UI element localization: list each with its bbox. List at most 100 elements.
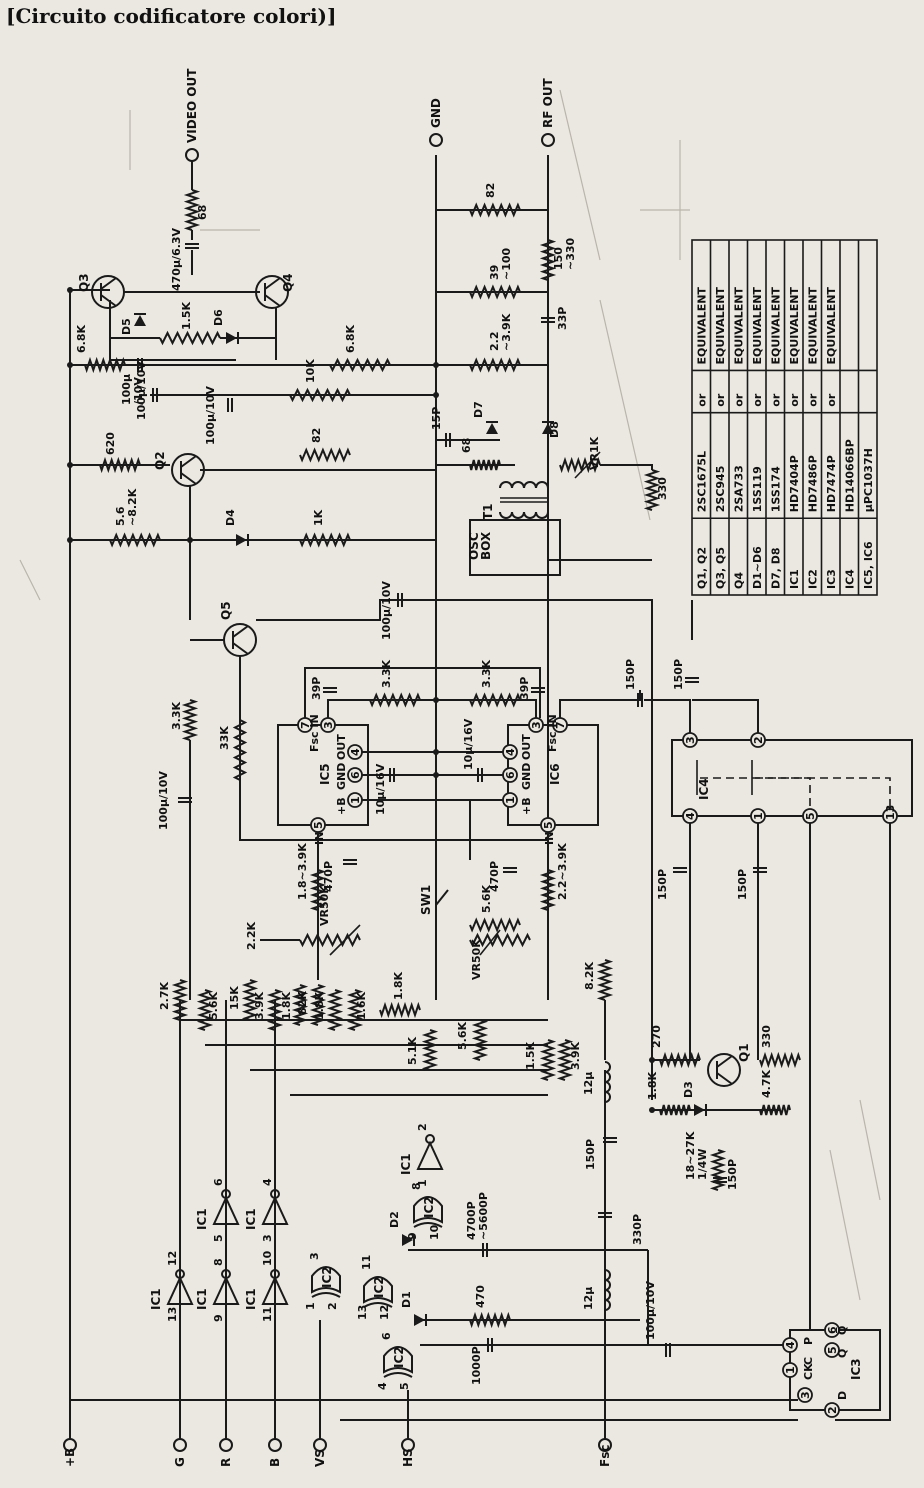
resistor	[291, 984, 309, 1026]
svg-text:15K: 15K	[228, 986, 241, 1010]
xor-gate-curve	[363, 1302, 393, 1308]
ic5-out: OUT	[335, 734, 348, 760]
svg-text:3.3K: 3.3K	[480, 660, 493, 688]
pin-number: 3	[799, 1391, 812, 1399]
ic6-gnd: GND	[520, 763, 533, 790]
pin-number: 6	[380, 1332, 393, 1340]
table-cell: Q4	[732, 572, 745, 589]
pin-number: 5	[826, 1346, 839, 1354]
r22k-label: 2.2K	[245, 922, 258, 950]
hs-input-terminal	[401, 1438, 415, 1452]
table-cell: or	[695, 393, 708, 407]
r82k-b: 8.2K	[583, 962, 596, 990]
inverter-gate	[166, 1275, 194, 1305]
svg-text:D4: D4	[224, 509, 237, 526]
transistor-lead	[264, 294, 281, 307]
diode-label: D4	[224, 509, 237, 526]
svg-text:5.1K: 5.1K	[406, 1037, 419, 1065]
r18-39: 1.8~3.9K	[296, 843, 309, 900]
svg-text:1: 1	[416, 1179, 429, 1187]
r330a: 330	[656, 477, 669, 500]
ic3-d: D	[836, 1391, 849, 1400]
svg-text:VS: VS	[313, 1449, 327, 1467]
svg-text:IC1: IC1	[399, 1153, 413, 1175]
resistor	[469, 917, 521, 933]
table-cell: 1SS119	[751, 466, 764, 512]
svg-text:12: 12	[166, 1251, 179, 1266]
table-cell: HD7404P	[788, 455, 801, 512]
table-cell: IC3	[825, 569, 838, 589]
resistor	[329, 357, 391, 373]
ic3-q: Q	[836, 1349, 849, 1358]
gnd-label: GND	[429, 98, 443, 128]
gate-label: IC1	[244, 1208, 258, 1230]
svg-text:12μ: 12μ	[582, 1072, 595, 1095]
svg-text:IN: IN	[543, 832, 556, 845]
b-input-label: B	[268, 1458, 282, 1467]
svg-text:1: 1	[752, 812, 765, 820]
inverter-gate	[212, 1195, 240, 1225]
svg-text:IC2: IC2	[392, 1346, 406, 1368]
xor-gate-curve	[413, 1222, 443, 1228]
svg-text:6.8K: 6.8K	[344, 325, 357, 353]
wire	[436, 699, 537, 718]
wire	[304, 667, 541, 718]
table-cell: 1SS174	[769, 466, 782, 512]
svg-text:OUT: OUT	[335, 734, 348, 760]
resistor	[171, 979, 189, 1021]
r33k-b: 3.3K	[480, 660, 493, 688]
svg-text:10K: 10K	[304, 359, 317, 383]
c15p: 15P	[430, 407, 443, 430]
svg-text:4: 4	[261, 1178, 274, 1186]
r68k-b: 6.8K	[344, 325, 357, 353]
fsc-input-terminal	[598, 1438, 612, 1452]
svg-text:3.3K: 3.3K	[380, 660, 393, 688]
svg-text:D1: D1	[400, 1291, 413, 1308]
svg-text:IC2: IC2	[372, 1276, 386, 1298]
pin-number: 3	[530, 721, 543, 729]
xor-gate	[311, 1266, 341, 1294]
pin-number: 2	[752, 736, 765, 744]
ic3-label: IC3	[849, 1358, 863, 1380]
xor-gate-curve	[311, 1292, 341, 1298]
c33p: 33P	[556, 307, 569, 330]
resistor	[369, 692, 421, 708]
r-input-label: R	[219, 1458, 233, 1467]
svg-text:HS: HS	[401, 1448, 415, 1467]
vr-arrow	[574, 451, 601, 479]
svg-text:Fsc: Fsc	[598, 1445, 612, 1467]
pin-number: 5	[804, 812, 817, 820]
pin-number: 1	[416, 1179, 429, 1187]
svg-text:6.8K: 6.8K	[75, 325, 88, 353]
ic4-label: IC4	[697, 778, 711, 800]
table-cell: EQUIVALENT	[788, 287, 801, 365]
video-out-terminal	[185, 148, 199, 162]
resistor	[346, 989, 364, 1031]
diode-label: D3	[682, 1081, 695, 1098]
svg-text:6: 6	[380, 1332, 393, 1340]
svg-text:39: 39	[488, 265, 501, 280]
inverter-bubble	[270, 1269, 280, 1279]
resistor	[109, 532, 161, 548]
svg-text:Q̅: Q̅	[836, 1326, 849, 1335]
pin-number: 3	[684, 736, 697, 744]
background-trace	[559, 89, 601, 261]
svg-text:Q2: Q2	[153, 451, 167, 470]
ic3-ck: CK	[802, 1363, 815, 1380]
resistor	[659, 1104, 691, 1116]
svg-text:5: 5	[312, 821, 325, 829]
svg-text:33K: 33K	[218, 726, 231, 750]
svg-text:/10V: /10V	[132, 377, 145, 405]
resistor	[539, 1039, 557, 1081]
r82b: 82	[310, 428, 323, 443]
c150p-a: 150P	[624, 659, 637, 690]
svg-text:Fsc IN: Fsc IN	[308, 714, 321, 752]
svg-text:7: 7	[299, 721, 312, 729]
svg-text:B: B	[268, 1458, 282, 1467]
svg-text:10: 10	[428, 1224, 441, 1240]
svg-text:1: 1	[784, 1366, 797, 1374]
svg-text:3.9K: 3.9K	[253, 992, 266, 1020]
junction-dot	[187, 537, 193, 543]
svg-text:OSC: OSC	[467, 532, 481, 560]
